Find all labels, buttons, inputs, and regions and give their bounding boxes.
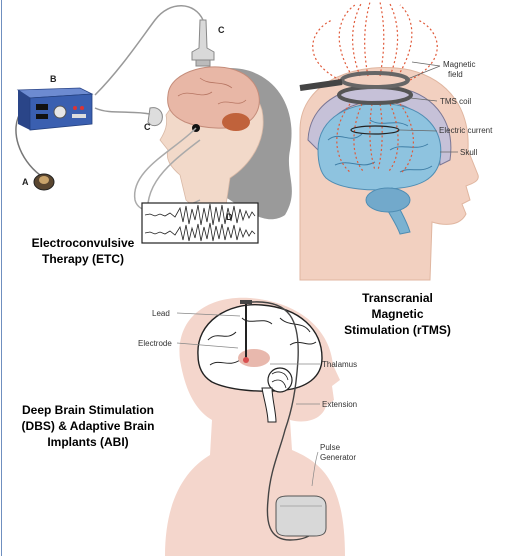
- label-a: A: [22, 177, 29, 187]
- label-extension: Extension: [322, 400, 357, 409]
- tms-illustration: Magnetic field TMS coil Electric current…: [300, 2, 493, 280]
- caption-dbs-line-1: Deep Brain Stimulation: [8, 402, 168, 418]
- pulse-generator: [276, 496, 326, 536]
- lead-cap: [240, 300, 252, 304]
- label-b: B: [50, 74, 57, 84]
- caption-dbs: Deep Brain Stimulation (DBS) & Adaptive …: [8, 402, 168, 450]
- label-magnetic-field-1: Magnetic: [443, 60, 475, 69]
- caption-rtms: Transcranial Magnetic Stimulation (rTMS): [330, 290, 465, 338]
- caption-rtms-line-2: Magnetic: [330, 306, 465, 322]
- tms-cerebellum: [366, 188, 410, 212]
- caption-dbs-line-3: Implants (ABI): [8, 434, 168, 450]
- device-display-1: [36, 104, 48, 110]
- label-pulse-generator-1: Pulse: [320, 443, 341, 452]
- dbs-electrode-tip: [243, 357, 249, 363]
- label-c-top: C: [218, 25, 225, 35]
- caption-ect-line-2: Therapy (ETC): [18, 251, 148, 267]
- top-electrode-base: [196, 60, 210, 66]
- label-magnetic-field-2: field: [448, 70, 463, 79]
- device-led-2: [80, 106, 84, 110]
- caption-ect: Electroconvulsive Therapy (ETC): [18, 235, 148, 267]
- caption-dbs-line-2: (DBS) & Adaptive Brain: [8, 418, 168, 434]
- label-electric-current: Electric current: [439, 126, 493, 135]
- label-thalamus: Thalamus: [322, 360, 357, 369]
- label-pulse-generator-2: Generator: [320, 453, 356, 462]
- device-display-2: [36, 114, 48, 119]
- device-dial: [54, 106, 66, 118]
- label-tms-coil: TMS coil: [440, 97, 471, 106]
- label-lead: Lead: [152, 309, 170, 318]
- label-c-side: C: [144, 122, 151, 132]
- caption-rtms-line-3: Stimulation (rTMS): [330, 322, 465, 338]
- dbs-thalamus-region: [238, 349, 270, 367]
- caption-ect-line-1: Electroconvulsive: [18, 235, 148, 251]
- label-electrode: Electrode: [138, 339, 172, 348]
- caption-rtms-line-1: Transcranial: [330, 290, 465, 306]
- dbs-illustration: Lead Electrode Thalamus Extension Pulse …: [138, 298, 357, 556]
- device-switch: [72, 114, 86, 118]
- wire-side: [95, 108, 150, 114]
- label-d: D: [226, 212, 233, 222]
- top-electrode: [192, 20, 214, 60]
- device-led-1: [73, 106, 77, 110]
- ect-illustration: B A C C D: [16, 6, 292, 243]
- foot-pedal-button: [39, 176, 49, 184]
- cerebellum: [222, 113, 250, 131]
- label-skull: Skull: [460, 148, 478, 157]
